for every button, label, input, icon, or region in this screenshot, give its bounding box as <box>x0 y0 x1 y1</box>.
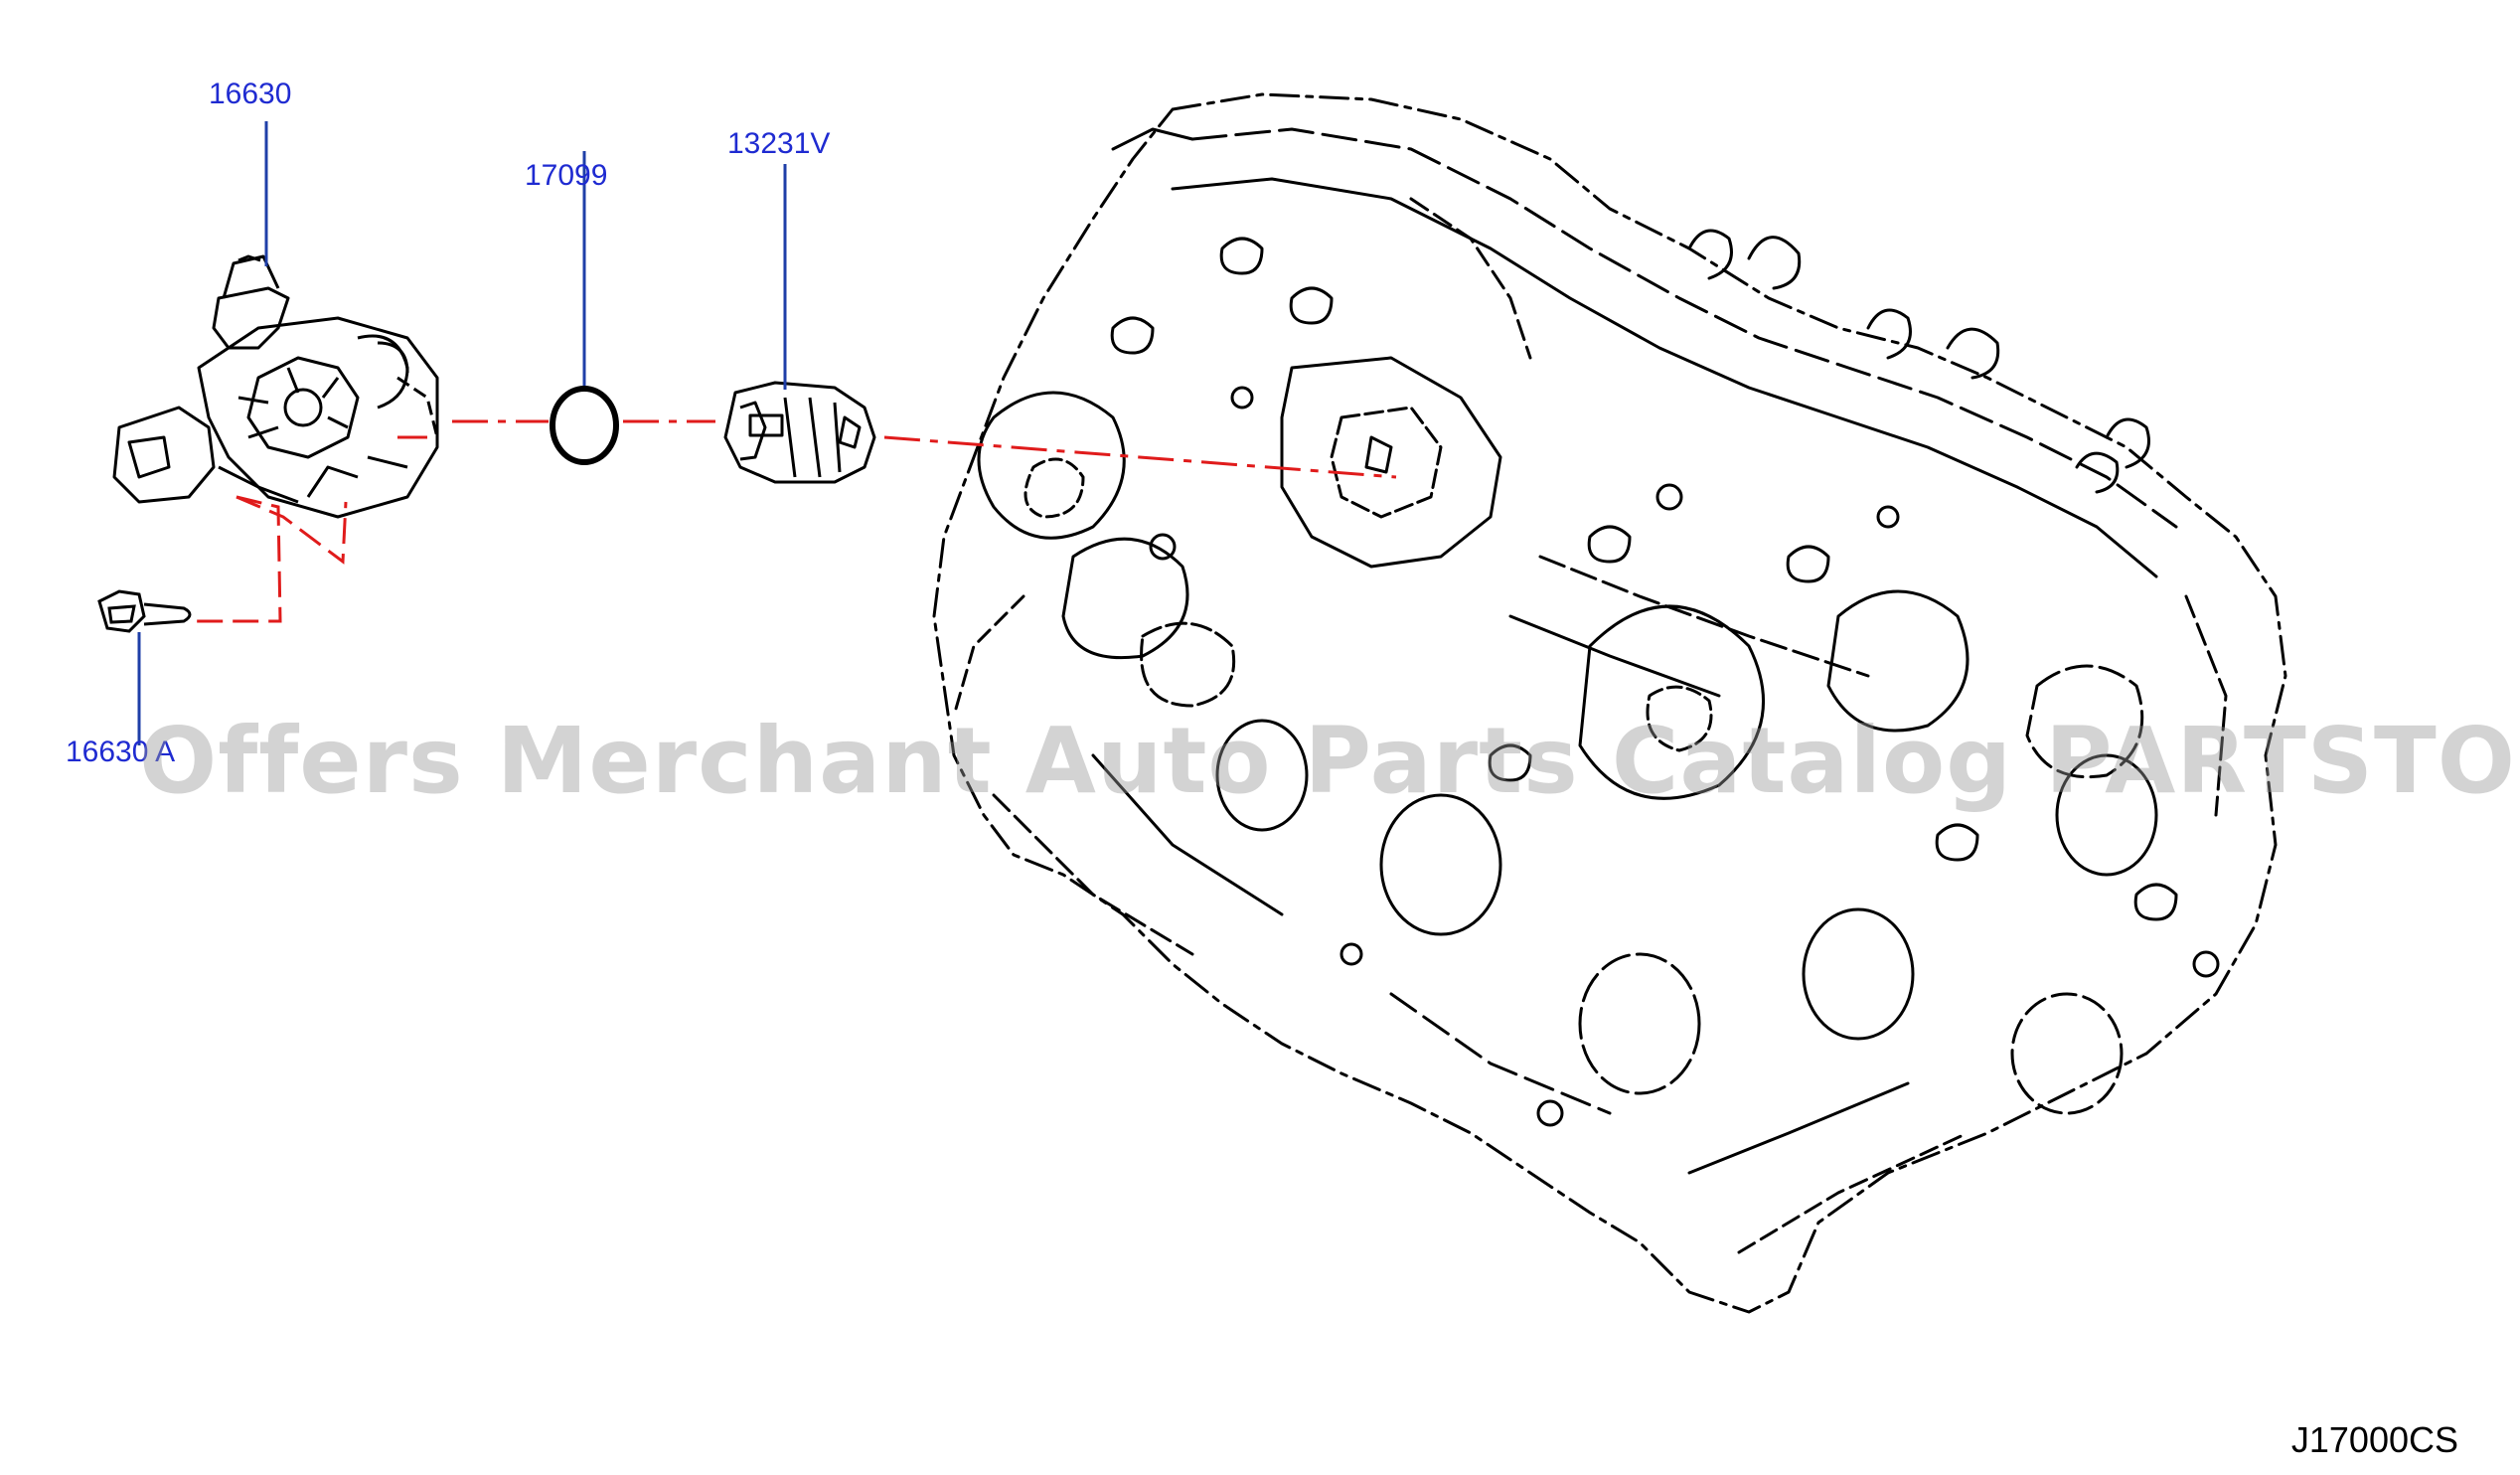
watermark: Offers Merchant Auto Parts Catalog PARTS… <box>139 708 2520 814</box>
callout-17099[interactable]: 17099 <box>525 159 608 192</box>
o-ring-drawing <box>550 386 619 465</box>
bolt-drawing <box>97 589 192 633</box>
diagram-code: J17000CS <box>2290 1419 2458 1460</box>
callout-16630a[interactable]: 16630 A <box>66 736 176 768</box>
callout-16630[interactable]: 16630 <box>209 78 292 110</box>
callout-leaders <box>137 121 787 745</box>
solenoid-assembly-drawing <box>112 254 439 519</box>
sleeve-part-drawing <box>723 381 876 484</box>
assembly-lines <box>197 419 1397 623</box>
callout-13231v[interactable]: 13231V <box>727 127 831 160</box>
engine-block-drawing <box>932 92 2287 1314</box>
